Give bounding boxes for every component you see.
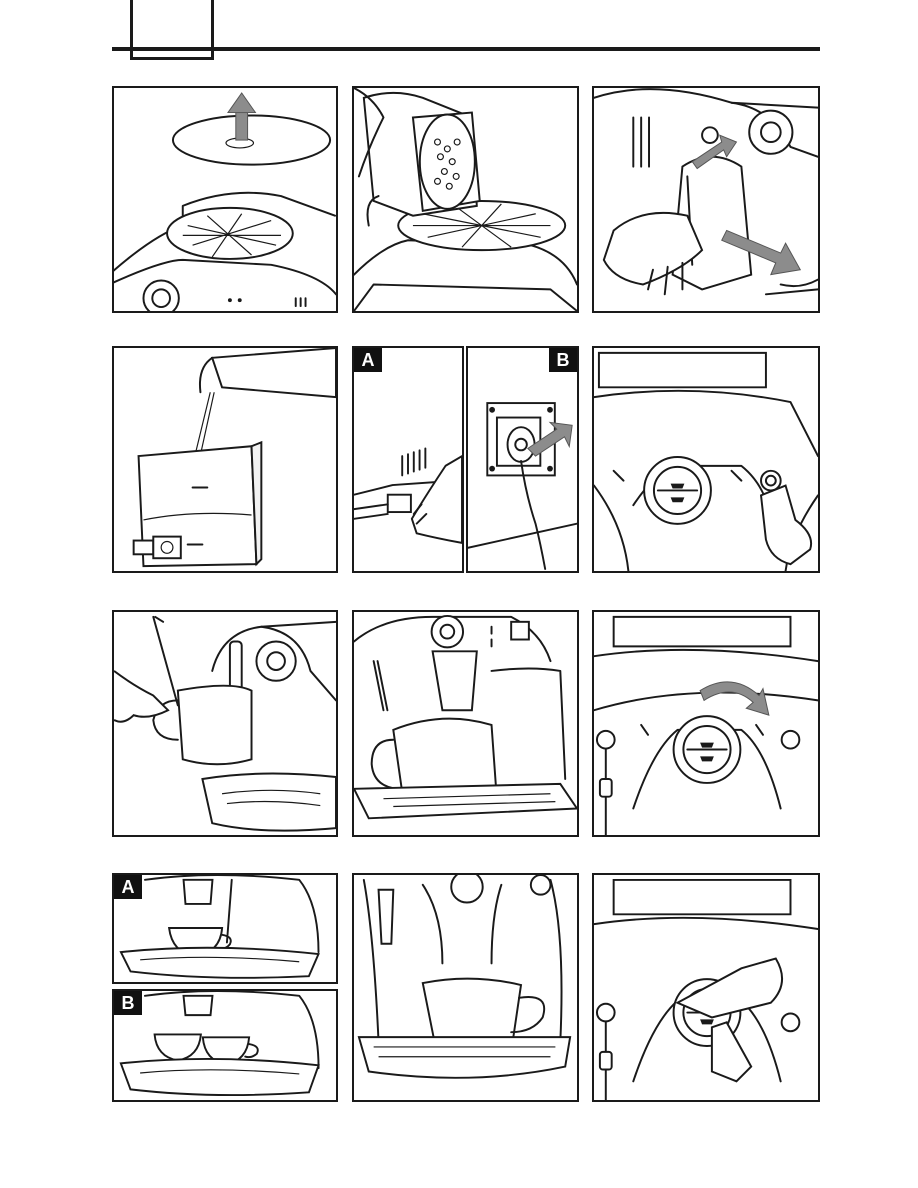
- illustration-remove-bean-lid: [112, 86, 338, 313]
- illustration-one-cup-a: A: [112, 873, 338, 984]
- illustration-plug-in-b: B: [466, 346, 579, 573]
- illustration-svg: [114, 875, 336, 982]
- header-rule: [112, 47, 820, 51]
- illustration-large-cup: [352, 873, 579, 1102]
- finger-press-icon: [761, 486, 811, 565]
- illustration-svg: [354, 348, 462, 571]
- illustration-svg: [114, 348, 336, 571]
- illustration-remove-water-tank: [592, 86, 820, 313]
- illustration-svg: [114, 88, 336, 311]
- illustration-svg: [354, 88, 577, 311]
- illustration-svg: [354, 612, 577, 835]
- illustration-svg: [114, 612, 336, 835]
- illustration-press-power-button: [592, 346, 820, 573]
- illustration-svg: [114, 991, 336, 1100]
- illustration-svg: [594, 348, 818, 571]
- illustration-svg: [594, 88, 818, 311]
- illustration-two-cups-b: B: [112, 989, 338, 1102]
- illustration-svg: [354, 875, 577, 1100]
- illustration-fill-water-tank: [112, 346, 338, 573]
- illustration-turn-knob-steam: [592, 610, 820, 837]
- page-number-box: [130, 0, 214, 60]
- illustration-svg: [468, 348, 577, 571]
- illustration-press-coffee-button: [592, 873, 820, 1102]
- illustration-svg: [594, 612, 818, 835]
- illustration-froth-milk-steam-wand: [112, 610, 338, 837]
- illustration-fill-beans: [352, 86, 579, 313]
- arrow-up-icon: [236, 113, 248, 141]
- illustration-svg: [594, 875, 818, 1100]
- illustration-plug-in-a: A: [352, 346, 464, 573]
- power-button-icon: [782, 731, 800, 749]
- illustration-steam-wand-in-jug: [352, 610, 579, 837]
